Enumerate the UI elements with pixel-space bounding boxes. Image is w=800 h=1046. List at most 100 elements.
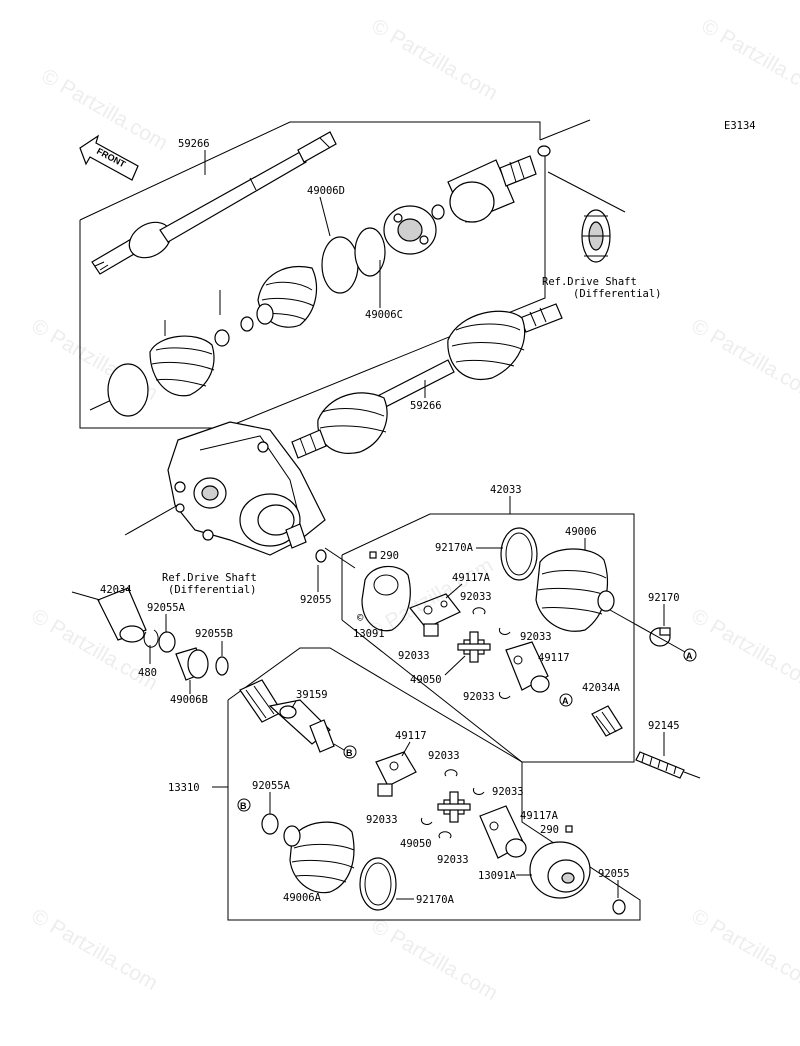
circlip-icon — [498, 691, 511, 699]
part-label-49117-a: 49117 — [538, 652, 570, 664]
watermark-text: © Partzilla.com — [688, 314, 800, 405]
circlip-icon — [438, 831, 452, 839]
part-label-49117-b: 49117 — [395, 730, 427, 742]
watermark-layer: © Partzilla.com © Partzilla.com © Partzi… — [28, 14, 800, 1005]
part-label-49006: 49006 — [565, 526, 597, 538]
part-label-92145: 92145 — [648, 720, 680, 732]
flange-13091 — [361, 566, 411, 632]
circlip-icon — [498, 627, 511, 635]
yoke-49117A-a — [409, 593, 461, 637]
upper-left-boot — [107, 329, 230, 417]
watermark-text: © Partzilla.com — [28, 904, 162, 995]
part-label-42034: 42034 — [100, 584, 132, 596]
part-label-92033-a: 92033 — [460, 591, 492, 603]
upper-cv-joint — [447, 145, 551, 223]
clamp-92170 — [649, 627, 671, 647]
front-arrow-icon: FRONT — [79, 134, 139, 181]
circlip-icon — [420, 817, 433, 825]
propeller-shaft-frame — [341, 513, 635, 763]
callout-b-circle — [237, 798, 251, 812]
spider-49050-a — [457, 631, 491, 663]
part-label-49117A-b: 49117A — [520, 810, 559, 822]
part-label-49006A: 49006A — [283, 892, 322, 904]
part-label-92055B: 92055B — [195, 628, 233, 640]
part-label-59266-mid: 59266 — [410, 400, 442, 412]
part-label-92033-d: 92033 — [463, 691, 495, 703]
callout-b-circle — [343, 745, 357, 759]
part-label-92033-g: 92033 — [366, 814, 398, 826]
part-label-42033: 42033 — [490, 484, 522, 496]
circlip-icon — [472, 787, 485, 795]
part-label-49006B: 49006B — [170, 694, 208, 706]
circlip-icon — [472, 607, 486, 615]
part-label-13091-text: © — [357, 612, 364, 624]
part-label-49117A-a: 49117A — [452, 572, 491, 584]
differential-housing — [167, 421, 326, 556]
yoke-49117-b — [375, 751, 417, 797]
band-92170A-a — [500, 527, 538, 581]
watermark-text: © Partzilla.com — [368, 14, 502, 105]
ref-text-top-1: Ref.Drive Shaft — [542, 276, 637, 288]
part-label-92055: 92055 — [300, 594, 332, 606]
spider-49050-b — [437, 791, 471, 823]
yoke-49117A-b — [479, 805, 527, 859]
band-92170A-b — [359, 857, 397, 911]
boot-49006B — [175, 647, 229, 681]
watermark-text: © Partzilla.com — [698, 14, 800, 105]
upper-drive-shaft — [91, 131, 337, 275]
middle-drive-shaft — [291, 303, 563, 459]
part-label-49006C: 49006C — [365, 309, 403, 321]
part-label-59266-top: 59266 — [178, 138, 210, 150]
watermark-text: © Partzilla.com — [38, 64, 172, 155]
part-label-92033-f: 92033 — [492, 786, 524, 798]
part-label-92033-e: 92033 — [428, 750, 460, 762]
part-label-92170A-a: 92170A — [435, 542, 474, 554]
part-label-49006D: 49006D — [307, 185, 345, 197]
part-label-92055A-a: 92055A — [147, 602, 186, 614]
part-label-290-a: 290 — [380, 550, 399, 562]
bottom-assembly-frame — [227, 647, 641, 921]
flange-13091A — [529, 841, 591, 899]
oring-92055-b — [612, 899, 626, 915]
circlip-icon — [444, 769, 458, 777]
callout-b-label: B — [346, 748, 353, 758]
part-label-92055A-b: 92055A — [252, 780, 291, 792]
part-label-92033-b: 92033 — [520, 631, 552, 643]
upper-boot — [240, 266, 318, 332]
part-label-92033-h: 92033 — [437, 854, 469, 866]
part-label-39159: 39159 — [296, 689, 328, 701]
stub-42034A — [591, 705, 623, 737]
ring-gear-icon — [581, 209, 611, 263]
part-label-92170: 92170 — [648, 592, 680, 604]
upper-inner-race — [383, 204, 445, 255]
yoke-49117-a — [505, 641, 550, 693]
ref-text-left-1: Ref.Drive Shaft — [162, 572, 257, 584]
part-label-92033-c: 92033 — [398, 650, 430, 662]
part-label-49050-a: 49050 — [410, 674, 442, 686]
watermark-text: © Partzilla.com — [688, 904, 800, 995]
part-label-13310: 13310 — [168, 782, 200, 794]
upper-bands-49006D — [321, 227, 386, 294]
callout-a-circle — [683, 648, 697, 662]
oring-92055 — [315, 549, 327, 563]
callout-b-label: B — [240, 801, 247, 811]
diagram-code: E3134 — [724, 120, 756, 132]
part-label-42034A: 42034A — [582, 682, 621, 694]
circlip-icon — [143, 629, 159, 648]
part-label-92055-b: 92055 — [598, 868, 630, 880]
pin-290-a — [369, 551, 377, 559]
shaft-39159 — [239, 679, 335, 753]
part-label-49050-b: 49050 — [400, 838, 432, 850]
part-label-290-b: 290 — [540, 824, 559, 836]
callout-a-circle — [559, 693, 573, 707]
pin-290-b — [565, 825, 573, 833]
callout-a-label: A — [686, 651, 693, 661]
part-label-13091A: 13091A — [478, 870, 517, 882]
callout-a-label: A — [562, 696, 569, 706]
part-label-92170A-b: 92170A — [416, 894, 455, 906]
watermark-text: © Partzilla.com — [368, 914, 502, 1005]
oring-92055A-b — [261, 813, 279, 835]
watermark-text: © Partzilla.com — [688, 604, 800, 695]
